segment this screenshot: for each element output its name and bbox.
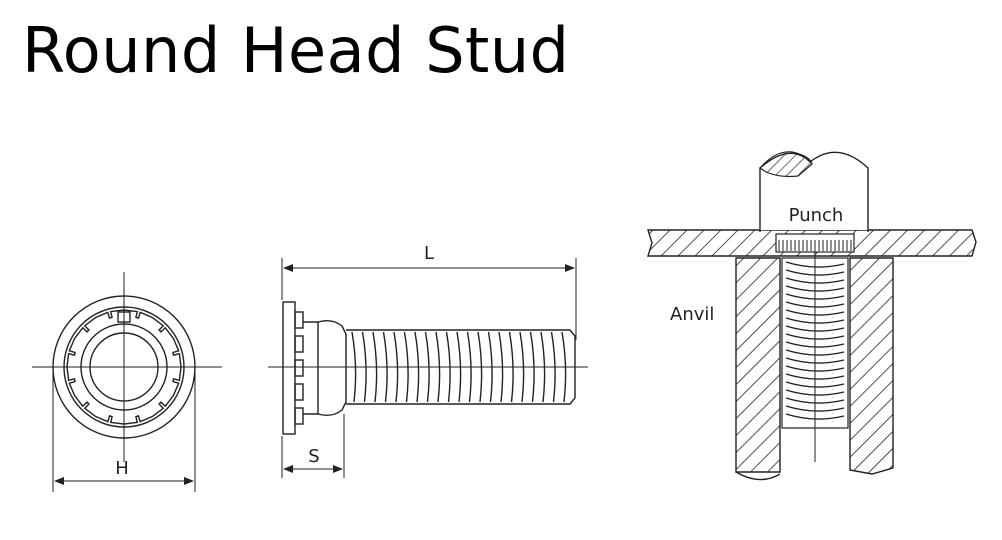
end-view: H: [32, 272, 222, 492]
anvil-right-wall: [849, 257, 894, 475]
punch-label: Punch: [789, 205, 844, 226]
s-dimension-label: S: [308, 446, 319, 467]
knurl-teeth: [294, 311, 304, 425]
knurl-ring: [66, 309, 182, 425]
anvil-break-left: [735, 471, 781, 481]
page-title: Round Head Stud: [22, 14, 570, 87]
shank-circle: [80, 323, 168, 411]
anvil-label: Anvil: [670, 304, 714, 325]
installed-head-knurl: [778, 240, 852, 251]
head-inner-circle: [63, 306, 185, 428]
side-view: L S: [268, 243, 588, 478]
stud-head: [282, 301, 296, 435]
h-dimension-label: H: [115, 458, 129, 479]
head-outer-circle: [52, 295, 196, 439]
punch-section: [759, 151, 813, 178]
l-dimension-label: L: [424, 243, 434, 264]
stud-shank: [303, 319, 347, 417]
thread-circle: [89, 332, 159, 402]
key-notch: [117, 311, 131, 323]
anvil-left-wall: [735, 257, 781, 473]
installation-view: Punch Anvil: [647, 151, 977, 481]
